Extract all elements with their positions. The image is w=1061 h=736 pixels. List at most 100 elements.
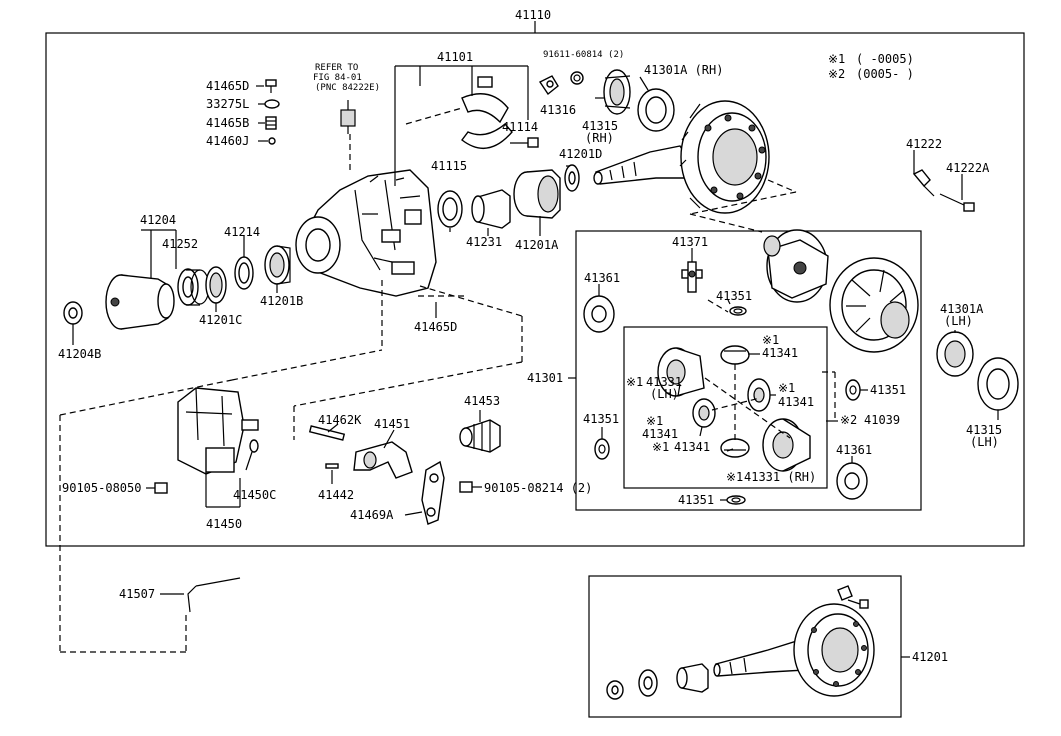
kit-spacer-icon [676,663,709,693]
reference-note-line2: FIG 84-01 [313,73,362,83]
reference-note: REFER TO FIG 84-01 (PNC 84222E) [313,63,380,93]
bolt-91611-icon [570,71,584,85]
adjusting-lock-41316-icon [538,75,559,96]
callout-41465D-top[interactable]: 41465D [206,79,249,93]
callout-41351-right-mark: ※1 [778,381,795,395]
callout-41341-c[interactable]: 41341 [642,427,678,441]
callout-41201B[interactable]: 41201B [260,294,303,308]
callout-41450[interactable]: 41450 [206,517,242,531]
drive-pinion-icon [593,145,689,185]
callout-41201C[interactable]: 41201C [199,313,242,327]
callout-41469A[interactable]: 41469A [350,508,394,522]
washer-41351-bottom-icon [726,495,746,505]
callout-41301A-lh[interactable]: 41301A [940,302,984,316]
pinion-gear-41341-c-icon [692,398,716,428]
differential-case-frame [575,230,922,511]
callout-41301[interactable]: 41301 [527,371,563,385]
callout-41351-bottom[interactable]: 41351 [678,493,714,507]
callout-41039[interactable]: 41039 [864,413,900,427]
bolt-90105-08050-icon [146,482,168,494]
callout-41507[interactable]: 41507 [119,587,155,601]
callout-33275L[interactable]: 33275L [206,97,249,111]
callout-41231[interactable]: 41231 [466,235,502,249]
bearing-cap-icon [461,76,513,149]
sensor-switch-icon [340,100,356,134]
callout-41451[interactable]: 41451 [374,417,410,431]
callout-90105-08214[interactable]: 90105-08214 (2) [484,481,592,495]
bearing-41201A-icon [513,169,561,219]
callout-41460J[interactable]: 41460J [206,134,249,148]
callout-41341-d[interactable]: 41341 [674,440,710,454]
differential-case-lh-icon [829,257,919,353]
callout-41331-rh[interactable]: 41331 (RH) [744,470,816,484]
bolt-41114-icon [510,137,539,148]
spider-41371-icon [681,261,703,293]
breather-plug-icon [265,79,277,93]
callout-90105-08050[interactable]: 90105-08050 [62,481,141,495]
bearing-41201C-icon [205,266,227,304]
callout-41214[interactable]: 41214 [224,225,260,239]
callout-41351-a[interactable]: 41351 [716,289,752,303]
legend-note1-mark: ※1 [828,52,845,66]
sleeve-41453-icon [459,419,501,453]
callout-91611-60814[interactable]: 91611-60814 (2) [543,50,624,60]
ring-pinion-kit-frame [588,575,902,718]
callout-41201D[interactable]: 41201D [559,147,602,161]
callout-41204[interactable]: 41204 [140,213,176,227]
spacer-41214-icon [234,256,254,290]
pinion-gear-41341-b-icon [747,378,771,412]
callout-41222A[interactable]: 41222A [946,161,990,175]
callout-41222[interactable]: 41222 [906,137,942,151]
ring-gear-icon [679,100,770,214]
callout-41201[interactable]: 41201 [912,650,948,664]
callout-41115[interactable]: 41115 [431,159,467,173]
callout-41450C[interactable]: 41450C [233,488,276,502]
bolt-41222-icon [912,169,935,197]
callout-41316[interactable]: 41316 [540,103,576,117]
callout-41201A[interactable]: 41201A [515,238,559,252]
oil-seal-41252-icon [177,268,210,306]
kit-seal-icon [638,669,658,697]
washer-41201D-icon [564,164,580,192]
callout-41341-b[interactable]: 41341 [778,395,814,409]
callout-41315-rh[interactable]: 41315 [582,119,618,133]
carrier-housing-icon [295,169,437,297]
callout-41315-lh[interactable]: 41315 [966,423,1002,437]
callout-41465B[interactable]: 41465B [206,116,249,130]
callout-41039-mark: ※2 [840,413,857,427]
callout-41453[interactable]: 41453 [464,394,500,408]
callout-41341-d-mark: ※1 [652,440,669,454]
callout-41351-left[interactable]: 41351 [583,412,619,426]
callout-41331-lh[interactable]: 41331 [646,375,682,389]
callout-41442[interactable]: 41442 [318,488,354,502]
callout-41341-a-mark: ※1 [762,333,779,347]
callout-41341-a[interactable]: 41341 [762,346,798,360]
gasket-33275L-icon [264,99,280,109]
bearing-41301A-lh-icon [936,331,974,377]
callout-41462K[interactable]: 41462K [318,413,362,427]
callout-41204B[interactable]: 41204B [58,347,101,361]
callout-41361-bottom[interactable]: 41361 [836,443,872,457]
callout-41465D-bottom[interactable]: 41465D [414,320,457,334]
pinion-gear-41341-a-icon [720,345,750,365]
callout-41371[interactable]: 41371 [672,235,708,249]
plug-41465B-icon [265,116,277,130]
callout-41331-lh-sub: (LH) [650,387,679,401]
ring-41460J-icon [268,137,276,145]
callout-41301A-rh[interactable]: 41301A (RH) [644,63,723,77]
callout-41101[interactable]: 41101 [437,50,473,64]
callout-41252[interactable]: 41252 [162,237,198,251]
callout-41361-top[interactable]: 41361 [584,271,620,285]
callout-41351-right[interactable]: 41351 [870,383,906,397]
diff-lock-actuator-icon [177,387,259,475]
callout-41110[interactable]: 41110 [515,8,551,22]
side-gear-subframe [623,326,828,489]
callout-41114[interactable]: 41114 [502,120,538,134]
differential-case-rh-icon [763,229,829,303]
spacer-41231-icon [471,189,511,229]
flange-nut-icon [63,301,83,325]
callout-41301A-lh-sub: (LH) [944,314,973,328]
thrust-washer-41361-top-icon [583,295,615,333]
